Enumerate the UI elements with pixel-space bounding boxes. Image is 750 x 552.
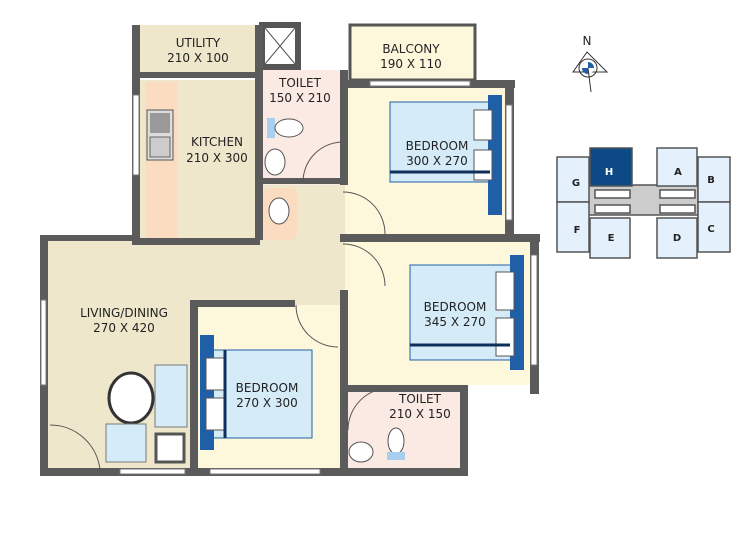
bedroom2-size: 345 X 270: [424, 315, 486, 329]
bedroom1-label: BEDROOM: [406, 139, 469, 153]
bed-icon: [409, 255, 524, 370]
key-unit-e: E: [608, 233, 615, 244]
utility-floor: [138, 25, 260, 75]
key-unit-h-highlight: [589, 147, 633, 187]
key-unit-f: F: [574, 225, 581, 236]
key-unit-b: B: [707, 175, 715, 186]
bedroom3-label: BEDROOM: [236, 381, 299, 395]
toilet1-size: 150 X 210: [269, 91, 331, 105]
washbasin-icon: [264, 148, 286, 176]
bed-icon: [200, 335, 313, 450]
toilet1-label: TOILET: [278, 76, 322, 90]
washbasin-icon: [348, 441, 374, 463]
side-table-icon: [154, 432, 186, 464]
bedroom2-label: BEDROOM: [424, 300, 487, 314]
key-unit-h: H: [605, 167, 613, 178]
compass-icon: N: [572, 34, 609, 93]
bed-icon: [389, 95, 502, 215]
toilet2-label: TOILET: [398, 392, 442, 406]
washbasin-icon: [268, 197, 290, 225]
utility-label: UTILITY: [176, 36, 221, 50]
key-plan: [556, 147, 731, 259]
toilet2-size: 210 X 150: [389, 407, 451, 421]
wc-icon: [267, 118, 304, 138]
kitchen-counter: [145, 82, 177, 240]
kitchen-label: KITCHEN: [191, 135, 243, 149]
balcony-label: BALCONY: [382, 42, 440, 56]
balcony-size: 190 X 110: [380, 57, 442, 71]
bedroom3-size: 270 X 300: [236, 396, 298, 410]
sofa-icon: [154, 364, 188, 428]
wc-icon: [387, 427, 405, 460]
key-unit-c: C: [707, 224, 714, 235]
utility-size: 210 X 100: [167, 51, 229, 65]
kitchen-sink-icon: [146, 109, 174, 161]
doors: [49, 141, 391, 471]
bedroom1-size: 300 X 270: [406, 154, 468, 168]
armchair-icon: [105, 423, 147, 463]
windows: [40, 80, 538, 475]
dining-table-icon: [107, 371, 155, 425]
living-size: 270 X 420: [93, 321, 155, 335]
key-unit-d: D: [673, 233, 681, 244]
compass-north-label: N: [583, 34, 592, 48]
key-unit-a: A: [674, 167, 682, 178]
key-unit-g: G: [572, 178, 580, 189]
kitchen-size: 210 X 300: [186, 151, 248, 165]
living-label: LIVING/DINING: [80, 306, 168, 320]
